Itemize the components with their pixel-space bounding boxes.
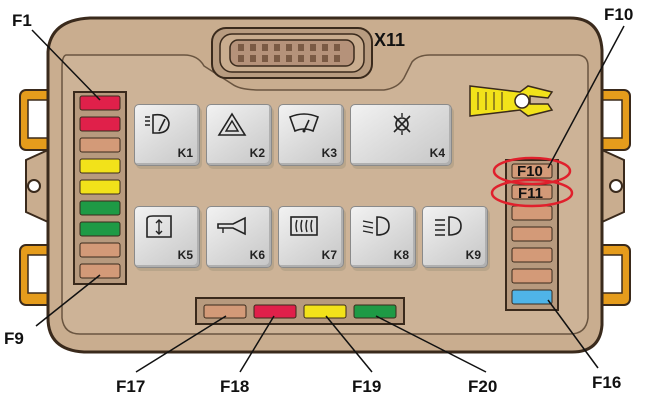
label-f10-top: F10 xyxy=(604,5,634,24)
relay-k5[interactable]: K5 xyxy=(134,206,200,268)
fuse-f12[interactable] xyxy=(511,205,553,221)
fuse-f3[interactable] xyxy=(79,137,121,153)
windshield-wiper-icon xyxy=(288,113,320,133)
fuse-column-left xyxy=(73,91,127,285)
hazard-triangle-icon xyxy=(217,112,247,136)
relay-label: K3 xyxy=(321,146,337,160)
horn-icon xyxy=(217,216,246,236)
relay-k3[interactable]: K3 xyxy=(278,104,344,166)
connector-x11 xyxy=(211,27,373,79)
highlight-ring-f10 xyxy=(492,156,572,186)
window-lift-icon xyxy=(146,215,172,238)
relay-k7[interactable]: K7 xyxy=(278,206,344,268)
label-f17: F17 xyxy=(116,377,146,396)
fuse-f17[interactable] xyxy=(203,304,247,319)
label-f9: F9 xyxy=(4,329,24,348)
fuse-row-bottom xyxy=(195,297,405,325)
fuse-f6[interactable] xyxy=(79,200,121,216)
fuse-f19[interactable] xyxy=(303,304,347,319)
fuse-puller-icon xyxy=(469,85,554,117)
rear-wiper-washer-icon xyxy=(145,113,170,134)
relay-label: K5 xyxy=(177,248,193,262)
fuse-f15[interactable] xyxy=(511,268,553,284)
relay-label: K1 xyxy=(177,146,193,160)
fuse-f18[interactable] xyxy=(253,304,297,319)
relay-k6[interactable]: K6 xyxy=(206,206,272,268)
fuse-f16[interactable] xyxy=(511,289,553,305)
relay-label: K4 xyxy=(429,146,445,160)
rear-defrost-icon xyxy=(290,216,318,236)
lamp-off-icon xyxy=(393,113,411,135)
label-f19: F19 xyxy=(352,377,382,396)
low-beam-icon xyxy=(362,216,390,236)
label-f18: F18 xyxy=(220,377,250,396)
fuse-f10[interactable] xyxy=(511,163,553,179)
relay-label: K9 xyxy=(465,248,481,262)
fuse-f2[interactable] xyxy=(79,116,121,132)
relay-k2[interactable]: K2 xyxy=(206,104,272,166)
fuse-f1[interactable] xyxy=(79,95,121,111)
connector-label-x11: X11 xyxy=(374,30,406,50)
fuse-f9[interactable] xyxy=(79,263,121,279)
fuse-f20[interactable] xyxy=(353,304,397,319)
relay-k1[interactable]: K1 xyxy=(134,104,200,166)
relay-k8[interactable]: K8 xyxy=(350,206,416,268)
relay-label: K2 xyxy=(249,146,265,160)
high-beam-icon xyxy=(435,216,462,236)
label-f20: F20 xyxy=(468,377,498,396)
fuse-f14[interactable] xyxy=(511,247,553,263)
relay-label: K6 xyxy=(249,248,265,262)
relay-k4[interactable]: K4 xyxy=(350,104,452,166)
relay-k9[interactable]: K9 xyxy=(422,206,488,268)
fuse-f8[interactable] xyxy=(79,242,121,258)
label-f16: F16 xyxy=(592,373,622,392)
label-f1: F1 xyxy=(12,11,32,30)
fuse-f4[interactable] xyxy=(79,158,121,174)
relay-label: K7 xyxy=(321,248,337,262)
leader-lines xyxy=(31,25,625,373)
fuse-f5[interactable] xyxy=(79,179,121,195)
highlight-ring-f11 xyxy=(490,178,574,208)
relay-label: K8 xyxy=(393,248,409,262)
fuse-f13[interactable] xyxy=(511,226,553,242)
label-f11-box: F11 xyxy=(518,185,544,202)
fuse-f7[interactable] xyxy=(79,221,121,237)
label-f10-box: F10 xyxy=(517,163,543,180)
